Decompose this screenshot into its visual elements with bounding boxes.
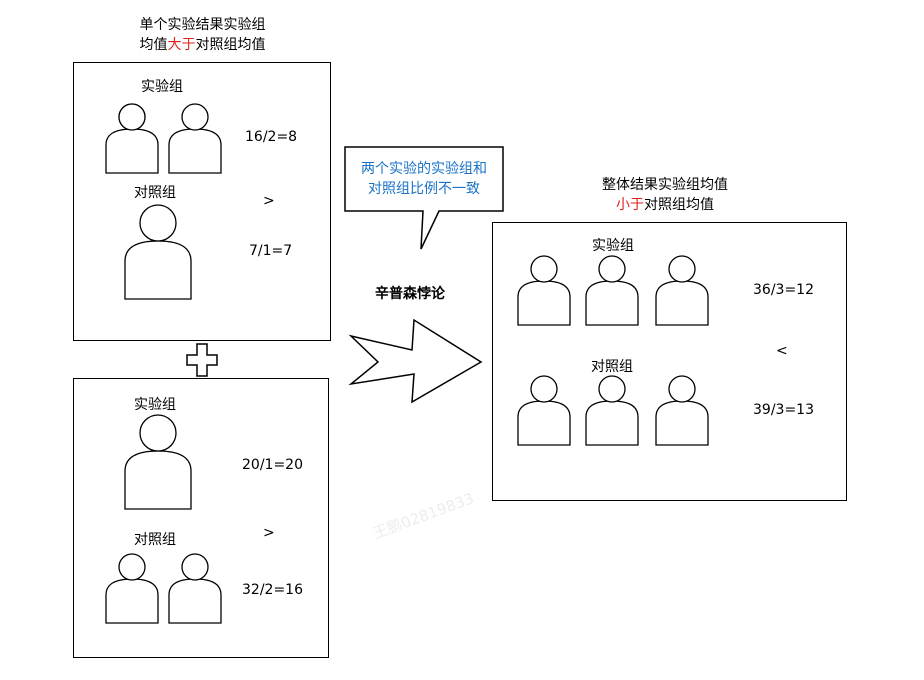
person-icon bbox=[517, 255, 571, 326]
ctrl-ratio: 7/1=7 bbox=[249, 243, 293, 259]
comparison-operator: > bbox=[263, 193, 275, 209]
top-title-line2: 均值大于对照组均值 bbox=[95, 35, 310, 55]
callout-bubble bbox=[344, 146, 504, 250]
person-icon bbox=[124, 204, 192, 300]
exp-group-label: 实验组 bbox=[141, 79, 183, 95]
exp-ratio: 20/1=20 bbox=[242, 457, 303, 473]
person-icon bbox=[585, 255, 639, 326]
person-icon bbox=[168, 553, 222, 624]
person-icon bbox=[105, 103, 159, 174]
callout-text: 两个实验的实验组和 对照组比例不一致 bbox=[345, 159, 503, 199]
ctrl-group-label: 对照组 bbox=[591, 359, 633, 375]
arrow-right-icon bbox=[348, 318, 483, 404]
person-icon bbox=[105, 553, 159, 624]
comparison-operator: < bbox=[776, 343, 788, 359]
exp-ratio: 16/2=8 bbox=[245, 129, 298, 145]
top-title-line1: 单个实验结果实验组 bbox=[139, 17, 266, 33]
person-icon bbox=[655, 375, 709, 446]
right-title-line1: 整体结果实验组均值 bbox=[602, 177, 728, 193]
right-title-highlight: 小于 bbox=[616, 197, 644, 213]
top-title-pre: 均值 bbox=[139, 37, 168, 53]
top-title: 单个实验结果实验组 均值大于对照组均值 bbox=[95, 15, 310, 55]
ctrl-ratio: 32/2=16 bbox=[242, 582, 303, 598]
person-icon bbox=[168, 103, 222, 174]
person-icon bbox=[124, 414, 192, 510]
person-icon bbox=[517, 375, 571, 446]
right-title-line2: 小于对照组均值 bbox=[560, 195, 770, 215]
top-title-highlight: 大于 bbox=[167, 37, 196, 53]
watermark: 王鹏02819833 bbox=[370, 489, 477, 543]
right-title: 整体结果实验组均值 小于对照组均值 bbox=[560, 175, 770, 215]
exp-group-label: 实验组 bbox=[134, 397, 176, 413]
plus-icon bbox=[186, 343, 218, 377]
ctrl-group-label: 对照组 bbox=[134, 185, 176, 201]
exp-group-label: 实验组 bbox=[592, 238, 634, 254]
callout-line2: 对照组比例不一致 bbox=[368, 181, 480, 197]
callout-line1: 两个实验的实验组和 bbox=[361, 161, 487, 177]
ctrl-group-label: 对照组 bbox=[134, 532, 176, 548]
simpson-paradox-label: 辛普森悖论 bbox=[375, 286, 445, 302]
exp-ratio: 36/3=12 bbox=[753, 282, 814, 298]
person-icon bbox=[585, 375, 639, 446]
person-icon bbox=[655, 255, 709, 326]
top-title-post: 对照组均值 bbox=[195, 37, 266, 53]
ctrl-ratio: 39/3=13 bbox=[753, 402, 814, 418]
right-title-post: 对照组均值 bbox=[644, 197, 714, 213]
comparison-operator: > bbox=[263, 525, 275, 541]
